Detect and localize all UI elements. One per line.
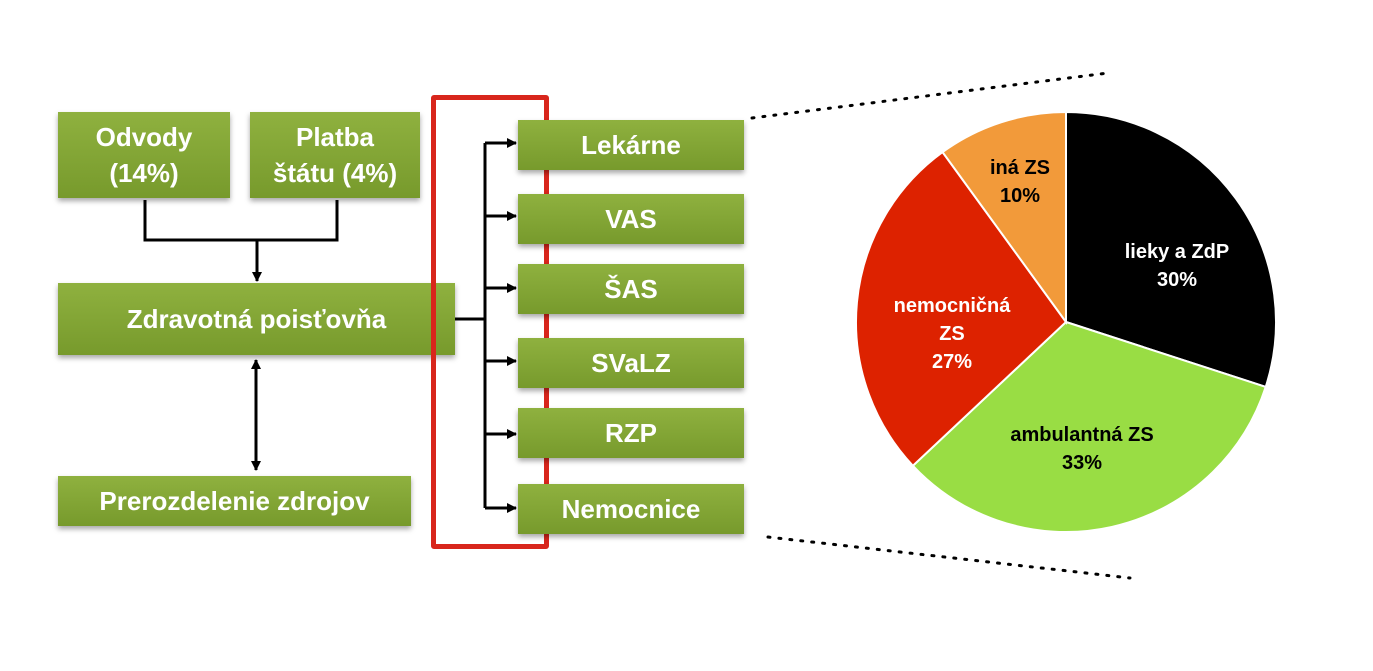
provider-highlight-frame: [431, 95, 549, 549]
zoom-dotted-lines: [750, 71, 1132, 580]
provider-box-sas: ŠAS: [518, 264, 744, 314]
provider-label: VAS: [605, 204, 657, 234]
provider-label: RZP: [605, 418, 657, 448]
pie-chart: [855, 110, 1277, 533]
pie-slice-text: 27%: [931, 351, 973, 373]
zoom-line-top: [750, 71, 1110, 120]
provider-label: SVaLZ: [591, 348, 671, 378]
pie-slice-text: ambulantná ZS: [1010, 424, 1154, 446]
source-box-contributions: Odvody (14%): [58, 112, 230, 198]
source-box-state-payment-line1: Platba: [295, 122, 375, 152]
pie-slice-text: ZS: [939, 323, 965, 345]
source-box-contributions-line1: Odvody: [95, 122, 193, 152]
pie-slice-2: [911, 320, 1267, 533]
provider-box-rzp: RZP: [518, 408, 744, 458]
provider-box-pharmacies: Lekárne: [518, 120, 744, 170]
provider-label: Nemocnice: [561, 494, 701, 524]
redistribution-box: Prerozdelenie zdrojov: [58, 476, 411, 526]
provider-label: Lekárne: [581, 130, 681, 160]
pie-slice-text: 10%: [999, 185, 1041, 207]
insurer-label: Zdravotná poisťovňa: [126, 304, 387, 334]
pie-slice-text: 30%: [1156, 269, 1198, 291]
redistribution-label: Prerozdelenie zdrojov: [99, 486, 370, 516]
pie-slice-label-4: iná ZS 10%: [990, 154, 1050, 210]
source-box-state-payment-line2: štátu (4%): [272, 158, 398, 188]
pie-slice-text: iná ZS: [989, 157, 1051, 179]
zoom-line-bottom: [766, 535, 1132, 580]
pie-slice-text: 33%: [1061, 452, 1103, 474]
pie-slice-4: [941, 110, 1067, 326]
merge-line: [143, 200, 339, 242]
insurer-box: Zdravotná poisťovňa: [58, 283, 455, 355]
pie-slice-label-1: lieky a ZdP 30%: [1125, 238, 1230, 294]
provider-branch-connector: [455, 138, 517, 513]
provider-box-svalz: SVaLZ: [518, 338, 744, 388]
source-box-contributions-line2: (14%): [109, 158, 179, 188]
pie-slice-1: [1065, 110, 1277, 389]
source-merge-connector: [143, 200, 339, 282]
pie-slice-text: nemocničná: [893, 295, 1011, 317]
pie-slice-3: [855, 150, 1068, 468]
source-box-state-payment: Platba štátu (4%): [250, 112, 420, 198]
provider-label: ŠAS: [604, 274, 658, 304]
pie-slice-text: lieky a ZdP: [1124, 241, 1230, 263]
provider-box-hospitals: Nemocnice: [518, 484, 744, 534]
pie-slice-label-2: ambulantná ZS 33%: [1010, 421, 1153, 477]
provider-box-vas: VAS: [518, 194, 744, 244]
